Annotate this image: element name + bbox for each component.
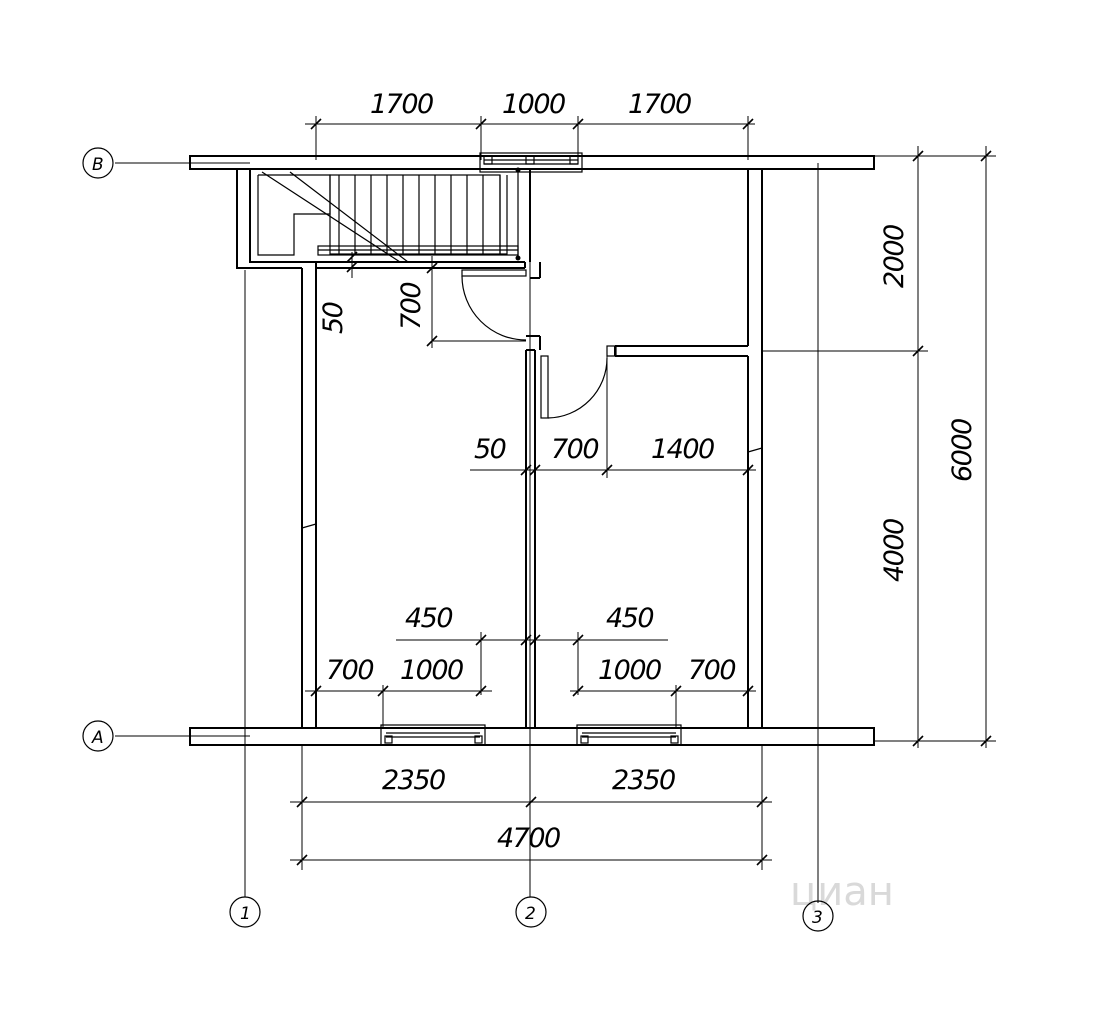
svg-text:3: 3 — [812, 908, 823, 928]
svg-text:B: B — [92, 155, 104, 175]
window-bottom-right — [576, 724, 682, 746]
dim-total: 4700 — [497, 823, 560, 854]
dim-half-right: 2350 — [612, 765, 675, 796]
svg-text:A: A — [91, 728, 104, 748]
axis-bubble-b: B — [82, 147, 114, 179]
dim-stair-50: 50 — [318, 302, 349, 334]
watermark: циан — [790, 869, 894, 915]
dim-stair-700: 700 — [396, 283, 427, 330]
dim-top-3: 1700 — [628, 89, 691, 120]
dim-right-4000: 4000 — [879, 519, 910, 582]
dim-right-2000: 2000 — [879, 225, 910, 288]
dim-bottom-1000-right: 1000 — [598, 655, 661, 686]
axis-bubble-2: 2 — [515, 896, 547, 928]
dim-bottom-700-left: 700 — [326, 655, 373, 686]
svg-text:2: 2 — [525, 904, 536, 924]
door-lower — [540, 345, 617, 419]
axis-bubble-1: 1 — [229, 896, 261, 928]
axis-bubble-3: 3 — [802, 900, 834, 932]
dim-mid-1400: 1400 — [651, 434, 714, 465]
staircase — [257, 167, 521, 263]
walls — [189, 155, 875, 746]
dim-bottom-700-right: 700 — [688, 655, 735, 686]
door-upper — [461, 269, 527, 341]
axis-grid — [115, 162, 819, 903]
dim-half-left: 2350 — [382, 765, 445, 796]
dim-gap-right: 450 — [606, 603, 653, 634]
dim-mid-50: 50 — [474, 434, 506, 465]
svg-text:1: 1 — [240, 904, 251, 924]
axis-bubble-a: A — [82, 720, 114, 752]
dim-top-2: 1000 — [502, 89, 565, 120]
dimension-lines — [290, 116, 996, 870]
window-bottom-left — [380, 724, 486, 746]
window-top — [479, 152, 583, 173]
dim-right-6000: 6000 — [947, 419, 978, 482]
dim-gap-left: 450 — [405, 603, 452, 634]
dim-top-1: 1700 — [370, 89, 433, 120]
dim-bottom-1000-left: 1000 — [400, 655, 463, 686]
dim-mid-700: 700 — [551, 434, 598, 465]
